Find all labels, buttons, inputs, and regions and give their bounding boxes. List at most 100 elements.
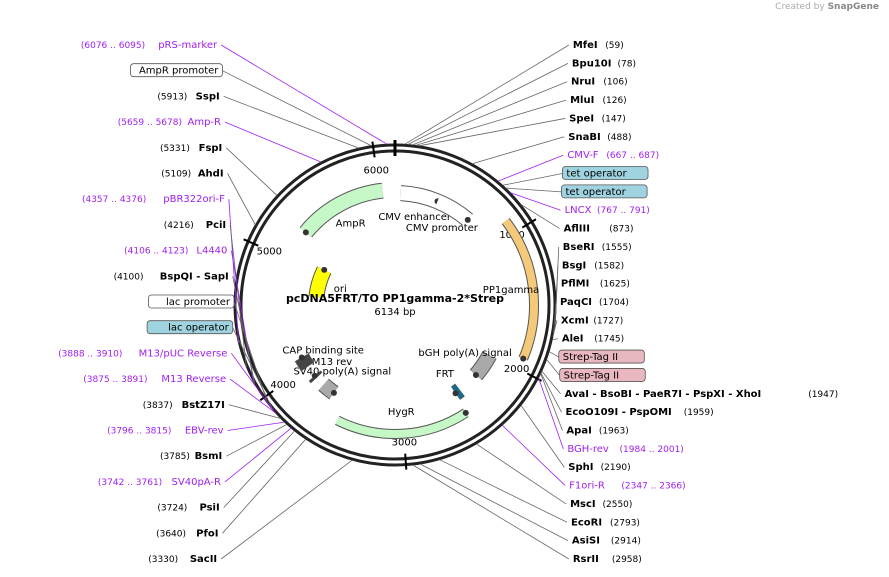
label-name: tet operator <box>566 187 627 198</box>
feature-ori: ori <box>308 266 347 299</box>
label-position: (3837) <box>143 401 173 411</box>
label-name: SV40pA-R <box>172 477 221 488</box>
label-strep-tag-ii-tag: Strep-Tag II <box>559 368 646 382</box>
label-position: (3796 .. 3815) <box>107 427 171 437</box>
feature-arrowhead <box>520 355 527 362</box>
feature-arrowhead <box>472 372 479 379</box>
label-box <box>559 368 646 382</box>
label-lac-promoter-promoter: lac promoter <box>147 294 235 309</box>
tick-mark <box>243 238 259 247</box>
label-position: (4357 .. 4376) <box>82 195 146 205</box>
label-spei-site: SpeI(147) <box>569 113 626 124</box>
leader-line <box>538 377 564 449</box>
label-name: EcoO109I - PspOMI <box>566 407 672 418</box>
label-name: AsiSI <box>572 536 600 547</box>
label-name: AmpR promoter <box>139 66 219 77</box>
label-position: (667 .. 687) <box>606 151 659 161</box>
label-bsmi-site: BsmI(3785) <box>160 451 222 462</box>
leader-line <box>229 378 276 414</box>
leader-line <box>227 173 256 226</box>
feature-arrowhead <box>462 409 469 416</box>
label-position: (3724) <box>157 504 187 514</box>
label-position: (2550) <box>602 500 632 510</box>
label-name: CMV-F <box>567 150 598 161</box>
label-msci-site: MscI(2550) <box>570 499 632 510</box>
feature-arrowhead <box>311 372 318 379</box>
label-name: XcmI <box>561 315 589 326</box>
label-name: AflIII <box>564 224 590 235</box>
leader-line <box>439 459 568 523</box>
label-position: (3742 .. 3761) <box>98 478 162 488</box>
label-position: (3875 .. 3891) <box>83 375 147 385</box>
leader-line <box>548 351 559 358</box>
label-name: ApaI <box>566 426 591 437</box>
feature-body <box>335 409 468 438</box>
feature-cmv-enh: CMV enhancer <box>378 185 452 223</box>
label-amp-r-primer: Amp-R(5659 .. 5678) <box>118 117 221 128</box>
credit-brand: SnapGene <box>827 2 879 12</box>
leader-line <box>222 70 372 147</box>
leader-line <box>554 283 558 321</box>
label-bpu10i-site: Bpu10I(78) <box>572 58 636 69</box>
label-name: MluI <box>570 95 594 106</box>
tick-mark <box>404 453 408 470</box>
label-name: AleI <box>562 334 584 345</box>
label-position: (767 .. 791) <box>597 206 650 216</box>
leader-line <box>476 443 567 505</box>
label-name: EcoRI <box>571 517 602 528</box>
label-sphi-site: SphI(2190) <box>568 462 630 473</box>
leader-line <box>540 373 563 431</box>
feature-pp1: PP1gamma <box>483 217 540 362</box>
label-m13-puc-reverse-primer: M13/pUC Reverse(3888 .. 3910) <box>58 348 227 359</box>
leader-line <box>224 427 292 483</box>
label-pbr322ori-f-primer: pBR322ori-F(4357 .. 4376) <box>82 194 225 205</box>
feature-arrowhead <box>321 266 328 273</box>
tick-label: 4000 <box>270 380 295 391</box>
label-position: (106) <box>603 78 627 88</box>
feature-hygr: HygR <box>335 407 469 439</box>
label-position: (1947) <box>808 390 838 400</box>
label-xcmi-site: XcmI(1727) <box>561 315 623 326</box>
feature-label: CMV promoter <box>406 223 479 234</box>
feature-label: AmpR <box>336 218 366 229</box>
label-name: BsgI <box>562 260 586 271</box>
feature-cmv-prom: CMV promoter <box>406 193 479 234</box>
label-position: (147) <box>602 114 626 124</box>
label-name: M13 Reverse <box>161 374 226 385</box>
label-name: lac promoter <box>166 297 231 308</box>
label-name: lac operator <box>168 323 229 334</box>
label-box <box>147 294 235 309</box>
label-position: (5913) <box>157 92 187 102</box>
plasmid-size: 6134 bp <box>374 307 415 318</box>
label-name: BspQI - SapI <box>160 271 229 282</box>
label-pflmi-site: PflMI(1625) <box>561 279 630 290</box>
label-position: (1984 .. 2001) <box>620 445 684 455</box>
label-name: Strep-Tag II <box>564 370 619 381</box>
feature-label: PP1gamma <box>483 285 540 296</box>
leader-line <box>232 327 274 411</box>
label-ahdi-site: AhdI(5109) <box>161 169 223 180</box>
leader-line <box>510 192 561 211</box>
label-position: (4106 .. 4123) <box>124 247 188 257</box>
label-pcii-site: PciI(4216) <box>164 220 226 231</box>
label-l4440-primer: L4440(4106 .. 4123) <box>124 246 227 257</box>
label-name: SnaBI <box>568 132 600 143</box>
leader-line <box>472 136 565 165</box>
label-name: M13/pUC Reverse <box>139 348 228 359</box>
label-position: (5109) <box>161 170 191 180</box>
label-position: (2914) <box>611 537 641 547</box>
label-position: (873) <box>609 225 633 235</box>
label-bgh-rev-primer: BGH-rev(1984 .. 2001) <box>567 444 683 455</box>
credit-prefix: Created by <box>775 2 825 12</box>
label-tet-operator-operator: tet operator <box>561 184 648 199</box>
label-position: (1582) <box>594 261 624 271</box>
label-position: (6076 .. 6095) <box>81 41 145 51</box>
leader-line <box>220 459 353 560</box>
tick-label: 5000 <box>257 246 282 257</box>
label-mfei-site: MfeI(59) <box>573 40 624 51</box>
leader-line <box>501 424 566 486</box>
feature-m13rev: M13 rev <box>308 357 352 384</box>
label-name: BsmI <box>195 451 223 462</box>
label-fspi-site: FspI(5331) <box>160 143 222 154</box>
